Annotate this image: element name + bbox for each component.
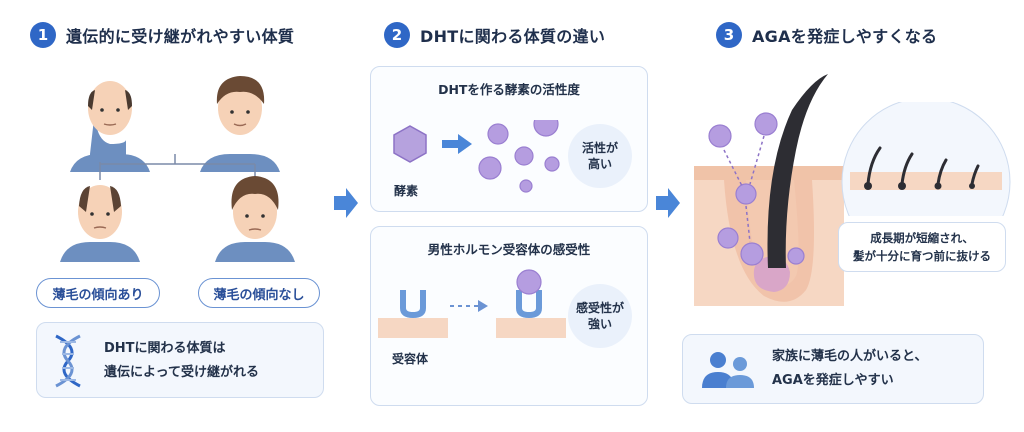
sensitivity-bubble-line1: 感受性が (575, 301, 624, 315)
step3-note-box (682, 334, 984, 404)
enzyme-hexagon-icon (393, 125, 427, 163)
enzyme-illustration (393, 120, 560, 193)
enzyme-label: 酵素 (394, 184, 419, 198)
hair-follicle-illustration (694, 74, 844, 306)
family-tree-illustration (60, 76, 295, 262)
family-people-icon (702, 352, 754, 388)
parent-balding-face (70, 81, 150, 172)
receptor-label: 受容体 (392, 352, 429, 366)
enzyme-panel-title: DHTを作る酵素の活性度 (438, 82, 580, 97)
step1-note-line2: 遺伝によって受け継がれる (104, 365, 259, 380)
callout-line1: 成長期が短縮され、 (870, 231, 974, 245)
activity-bubble-line2: 高い (587, 157, 612, 171)
step3-number: 3 (716, 22, 742, 48)
activity-bubble-line1: 活性が (581, 141, 618, 155)
growth-phase-callout: 成長期が短縮され、 髪が十分に育つ前に抜ける (838, 222, 1006, 272)
step1-title: 遺伝的に受け継がれやすい体質 (66, 27, 295, 46)
receptor-icon (400, 290, 426, 318)
step1-header: 1 遺伝的に受け継がれやすい体質 (30, 22, 294, 48)
sensitivity-bubble-line2: 強い (587, 317, 612, 331)
step2-header: 2 DHTに関わる体質の違い (384, 22, 605, 48)
step3-header: 3 AGAを発症しやすくなる (716, 22, 937, 48)
receptor-illustration (378, 269, 566, 338)
step2-title: DHTに関わる体質の違い (420, 27, 606, 46)
step3-note-line2: AGAを発症しやすい (772, 373, 894, 388)
child-full-hair-face (215, 176, 295, 262)
label-no-thinning-tendency: 薄毛の傾向なし (198, 278, 320, 308)
activity-high-bubble: 活性が 高い (568, 124, 632, 188)
flow-arrow-1 (334, 188, 358, 218)
dna-icon (55, 334, 81, 388)
flow-arrow-2 (656, 188, 680, 218)
callout-line2: 髪が十分に育つ前に抜ける (853, 249, 991, 263)
label-thinning-tendency: 薄毛の傾向あり (36, 278, 160, 308)
step3-note-line1: 家族に薄毛の人がいると、 (772, 349, 928, 364)
hair-growth-stages-illustration (841, 102, 1011, 216)
receptor-panel-title: 男性ホルモン受容体の感受性 (427, 242, 591, 257)
step1-note-line1: DHTに関わる体質は (104, 341, 226, 356)
parent-full-hair-face (200, 76, 280, 172)
child-thinning-face (60, 185, 140, 262)
step1-note-box (36, 322, 324, 398)
step3-title: AGAを発症しやすくなる (752, 27, 938, 46)
step1-number: 1 (30, 22, 56, 48)
sensitivity-strong-bubble: 感受性が 強い (568, 284, 632, 348)
step2-number: 2 (384, 22, 410, 48)
